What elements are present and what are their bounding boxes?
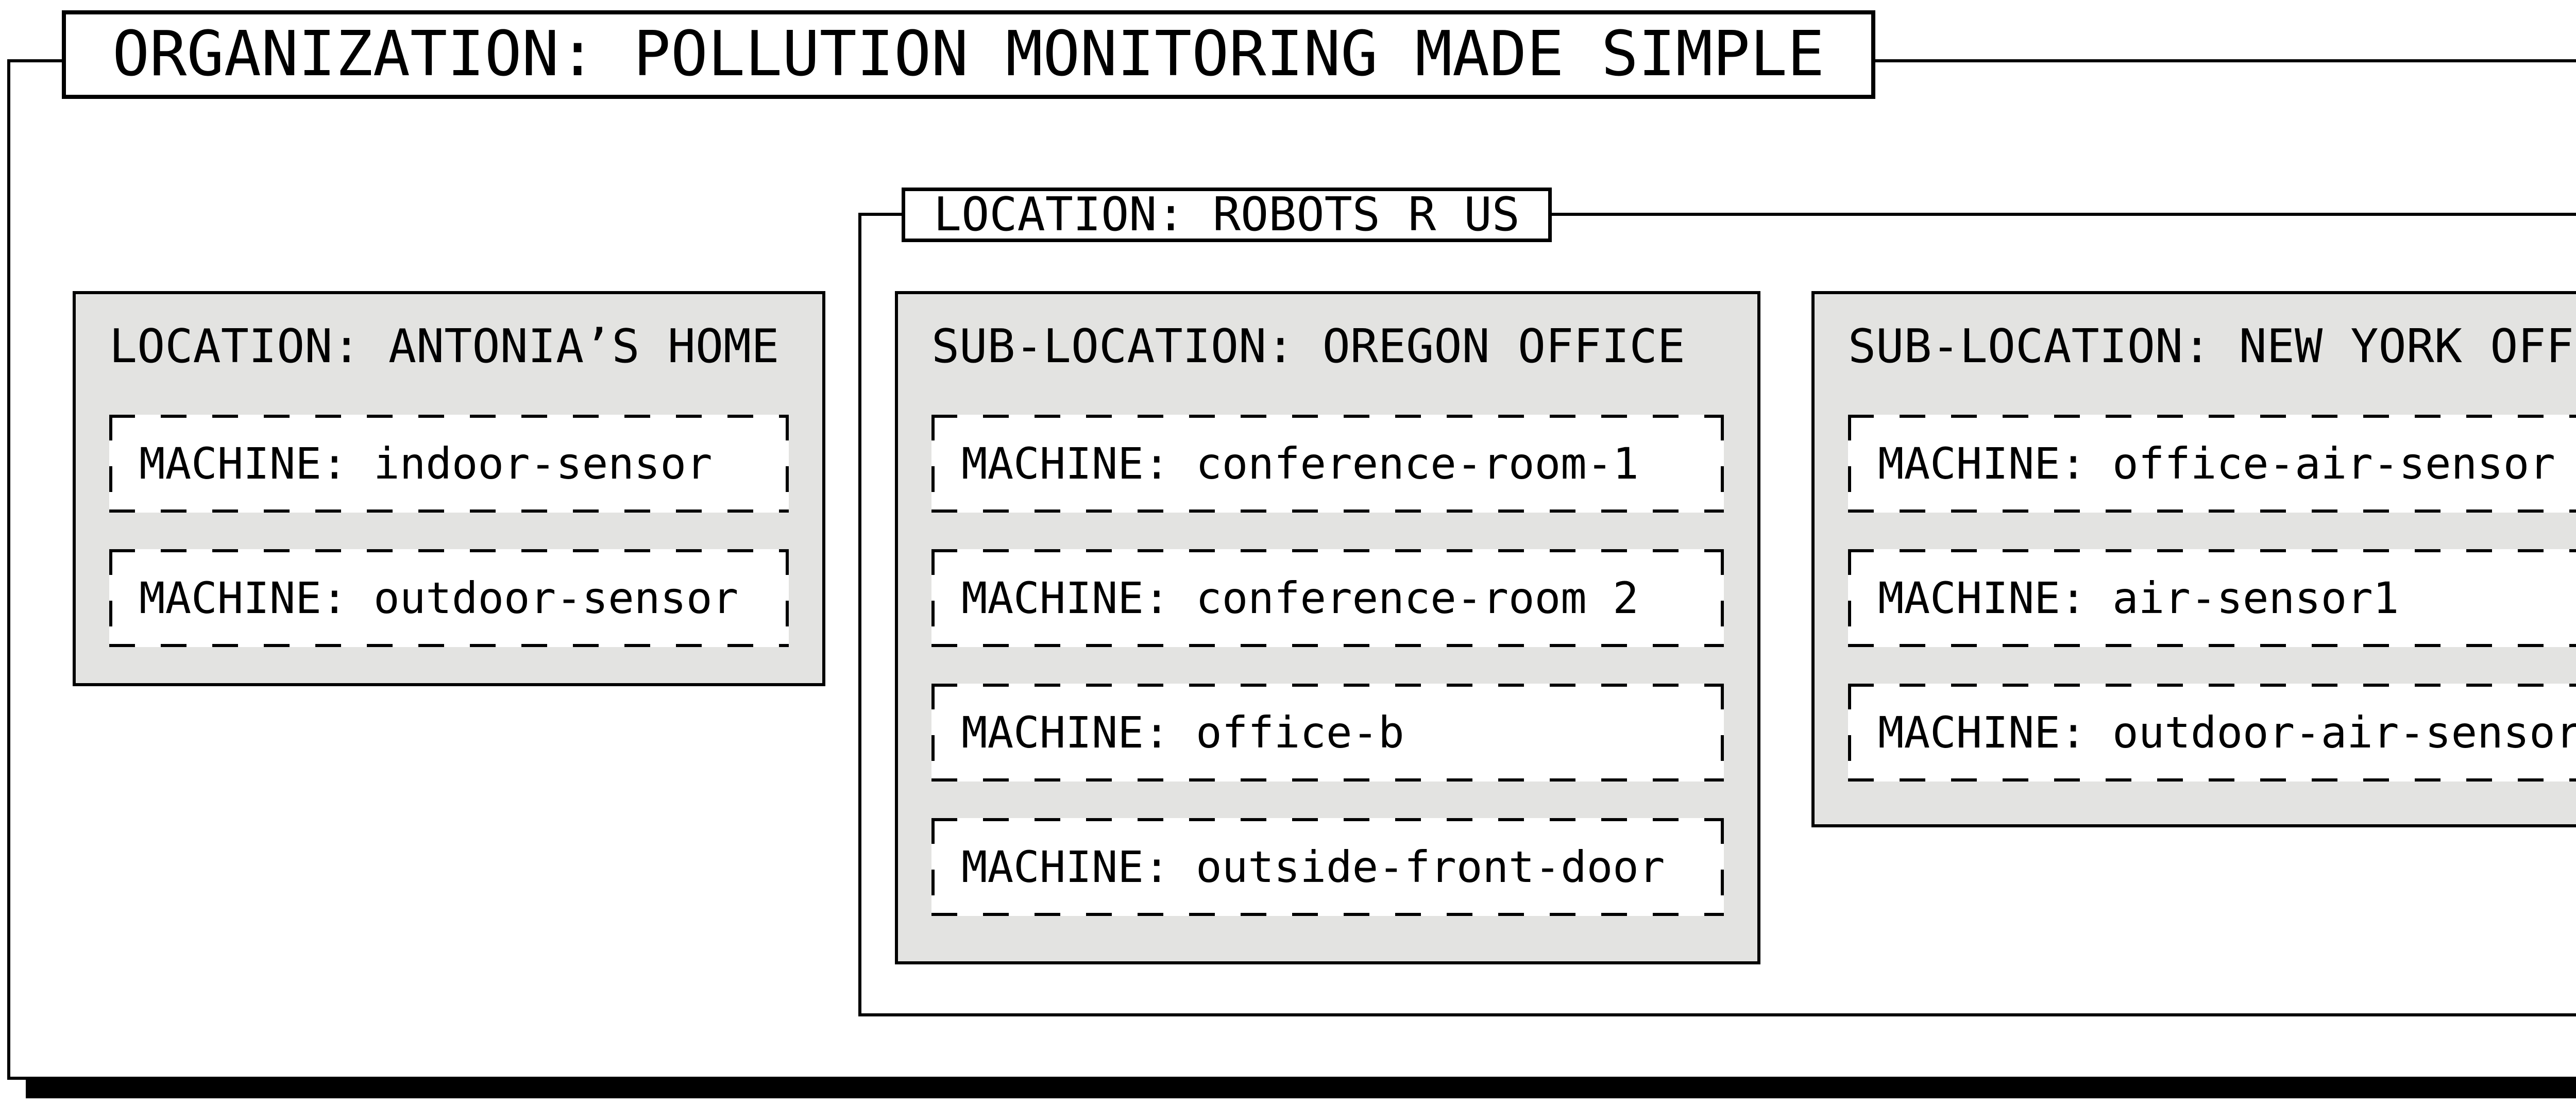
organization-title: ORGANIZATION: POLLUTION MONITORING MADE … [62, 10, 1875, 99]
sublocation-new-york-office-box: SUB-LOCATION: NEW YORK OFFICE MACHINE: o… [1811, 291, 2576, 827]
machine-conference-room-2: MACHINE: conference-room 2 [931, 549, 1724, 647]
machine-air-sensor1: MACHINE: air-sensor1 [1848, 549, 2576, 647]
machine-outdoor-air-sensor: MACHINE: outdoor-air-sensor [1848, 684, 2576, 782]
location-antonias-home-label: LOCATION: ANTONIA’S HOME [109, 319, 779, 373]
location-robots-r-us-label: LOCATION: ROBOTS R US [902, 188, 1552, 242]
machine-office-b: MACHINE: office-b [931, 684, 1724, 782]
organization-box: ORGANIZATION: POLLUTION MONITORING MADE … [7, 10, 2576, 1080]
machine-office-air-sensor: MACHINE: office-air-sensor [1848, 415, 2576, 513]
sublocation-oregon-office-label: SUB-LOCATION: OREGON OFFICE [931, 319, 1685, 373]
sublocation-oregon-office-box: SUB-LOCATION: OREGON OFFICE MACHINE: con… [895, 291, 1760, 964]
machine-outdoor-sensor: MACHINE: outdoor-sensor [109, 549, 789, 647]
machine-conference-room-1: MACHINE: conference-room-1 [931, 415, 1724, 513]
machine-indoor-sensor: MACHINE: indoor-sensor [109, 415, 789, 513]
location-antonias-home-box: LOCATION: ANTONIA’S HOME MACHINE: indoor… [73, 291, 825, 686]
sublocation-new-york-office-label: SUB-LOCATION: NEW YORK OFFICE [1848, 319, 2576, 373]
location-robots-r-us-box: LOCATION: ROBOTS R US SUB-LOCATION: OREG… [858, 188, 2576, 1016]
machine-outside-front-door: MACHINE: outside-front-door [931, 818, 1724, 916]
